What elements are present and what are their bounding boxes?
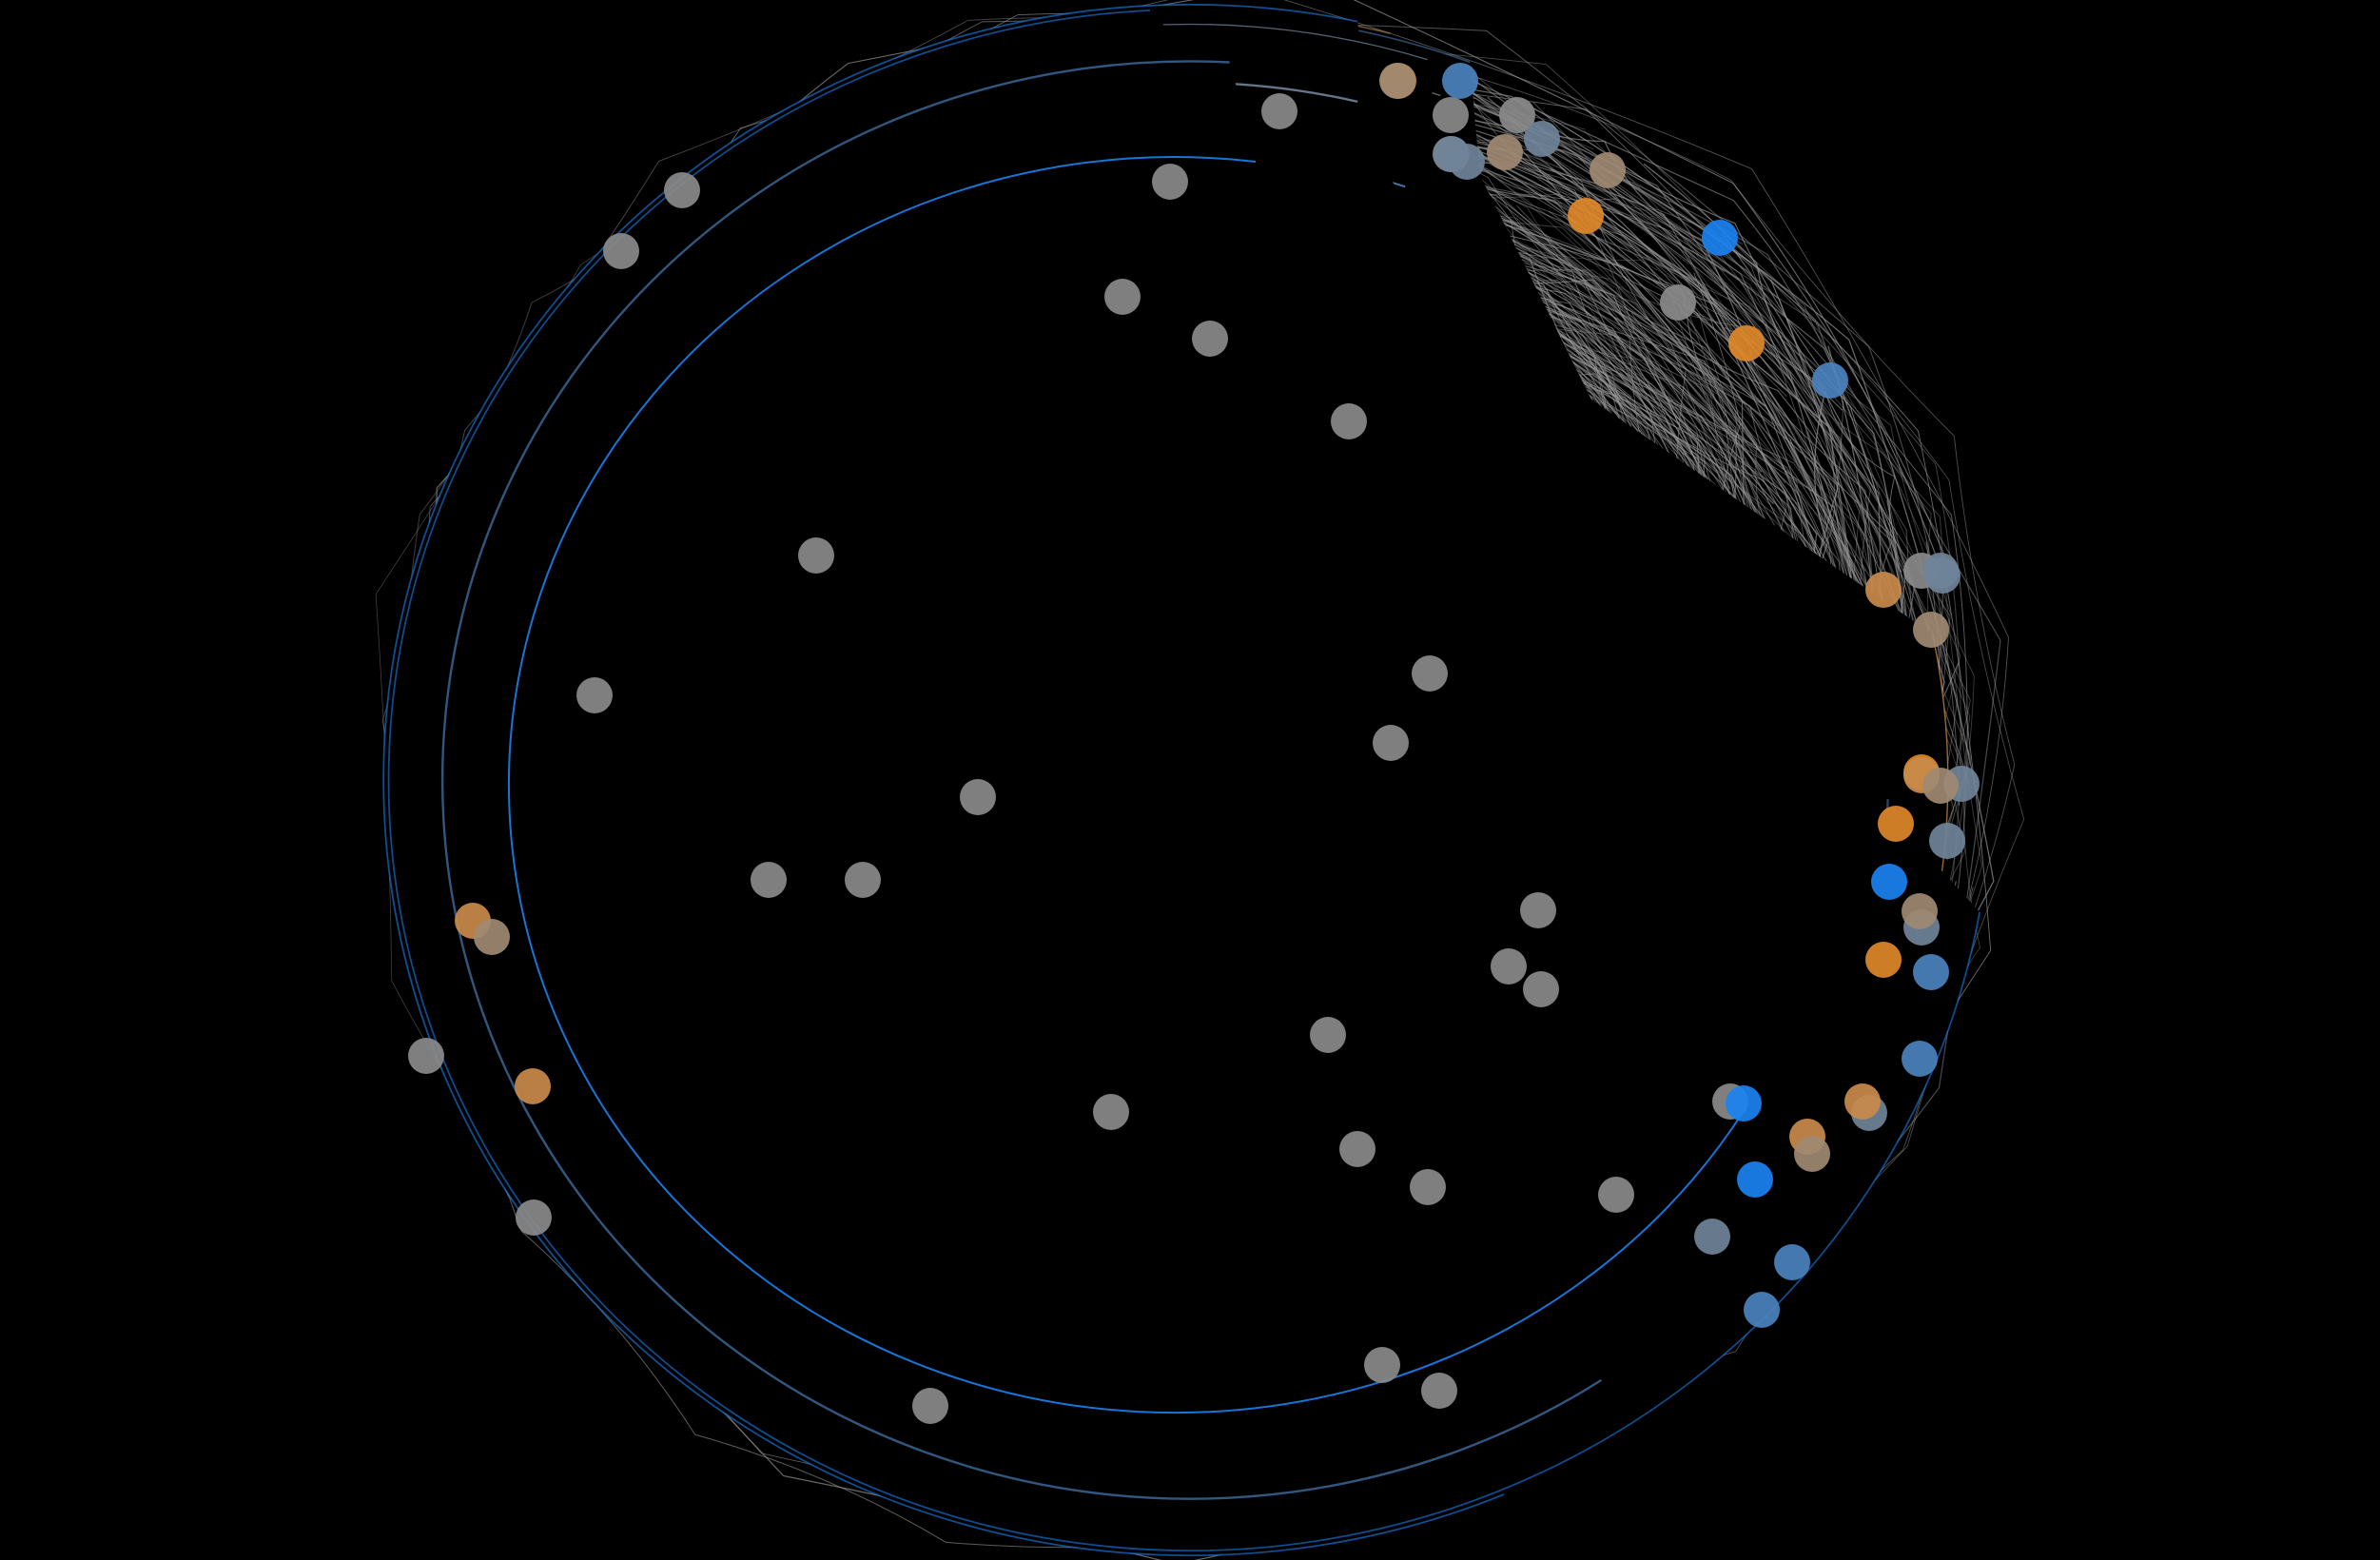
node-gray [664,172,700,208]
node-slate [1449,144,1485,180]
node-blue [1871,864,1907,900]
node-tan [1794,1136,1830,1172]
node-orange [1865,942,1902,978]
node-steel_blue [1812,362,1848,399]
node-gray [1331,403,1367,439]
node-blue [1726,1085,1762,1121]
node-gray [1364,1347,1400,1383]
node-gray [1310,1017,1346,1053]
node-steel_blue [1774,1244,1810,1280]
edge [1419,269,1952,615]
highlighted-path-layer [382,3,1980,1557]
edge [1453,164,1975,934]
node-gray [1192,321,1228,357]
node-dark_orange [1844,1083,1881,1120]
node-steel_blue [1442,63,1478,99]
node-layer [408,63,1980,1424]
node-slate [1524,121,1560,157]
node-tan [474,919,510,955]
node-gray [1598,1177,1634,1213]
node-gray [1339,1131,1375,1167]
node-tan [1913,612,1949,648]
node-gray [960,779,996,815]
node-gray [1093,1094,1129,1130]
node-steel_blue [1744,1292,1780,1328]
node-gray [408,1038,444,1074]
node-orange [1728,325,1765,361]
node-gray [1421,1373,1457,1409]
node-gray [798,537,834,574]
node-gray [1499,97,1535,133]
node-orange [1878,806,1914,842]
node-gray [912,1388,948,1424]
node-tan [1922,768,1959,804]
node-gray [1152,164,1188,200]
node-gray [1412,655,1448,692]
node-gray [1261,93,1297,129]
node-tan [1902,893,1938,929]
node-gray [1520,892,1556,928]
node-dark_orange [515,1068,551,1104]
node-orange [1568,198,1604,234]
node-gray [1433,97,1469,133]
node-gray [1523,971,1559,1007]
node-tan [1379,63,1415,99]
node-tan [1590,152,1626,188]
node-slate [1929,823,1965,859]
node-steel_blue [1902,1041,1938,1077]
edge [1417,60,2016,1072]
node-gray [576,677,613,713]
node-gray [751,862,787,898]
node-slate [1694,1219,1730,1255]
node-blue [1737,1161,1773,1198]
node-gray [845,862,881,898]
node-gray [516,1199,552,1236]
node-blue [1702,220,1738,256]
node-gray [1491,948,1527,985]
node-gray [1410,1169,1446,1205]
node-dark_orange [1865,572,1902,608]
node-gray [603,233,639,269]
node-gray [1660,284,1696,321]
node-gray [1373,725,1409,761]
node-steel_blue [1913,954,1949,990]
node-gray [1104,279,1141,315]
node-tan [1487,134,1523,170]
node-slate [1924,557,1961,594]
